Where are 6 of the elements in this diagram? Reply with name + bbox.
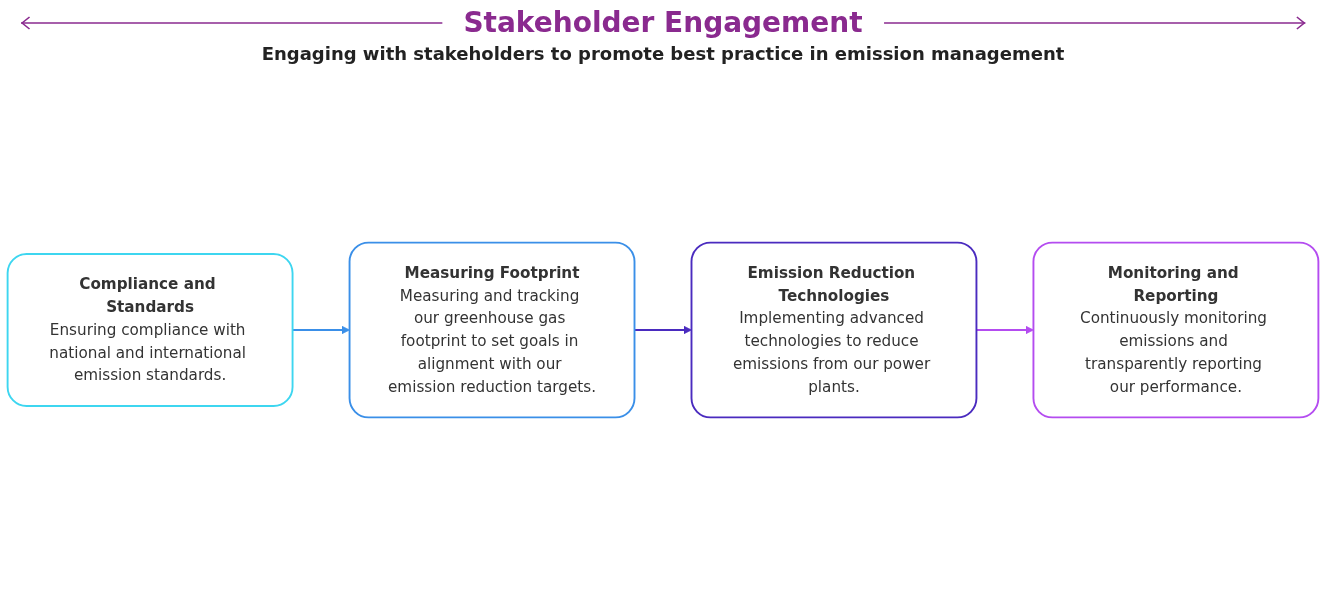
subtitle: Engaging with stakeholders to promote best practice in emission management [260, 43, 1066, 64]
node-box: Compliance and Standards Ensuring compliance with national and international emission standards. [6, 253, 294, 407]
node-box: Emission Reduction Technologies Implementing advanced technologies to reduce emissions from our power plants. [690, 241, 978, 419]
title: Stakeholder Engagement [463, 6, 863, 39]
node-box: Measuring Footprint Measuring and tracking our greenhouse gas footprint to set goals in alignment with our emission reduction targets. [348, 241, 636, 419]
node-box: Monitoring and Reporting Continuously monitoring emissions and transparently reporting our performance. [1032, 241, 1320, 419]
